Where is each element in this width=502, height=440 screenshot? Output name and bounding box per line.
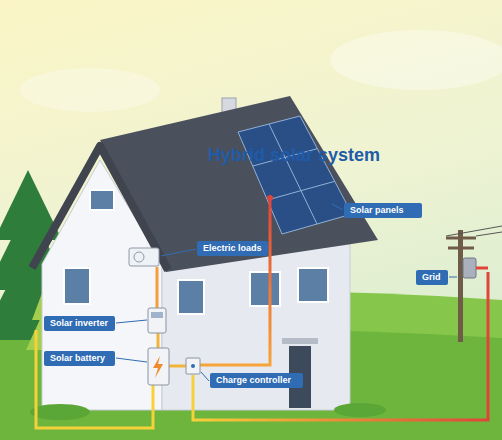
diagram-title: Hybrid solar system <box>208 145 380 166</box>
window <box>298 268 328 302</box>
battery-box <box>148 348 169 385</box>
controller-box <box>186 358 200 374</box>
window <box>178 280 204 314</box>
leader-line <box>116 320 147 323</box>
bush <box>30 404 90 420</box>
roof <box>100 96 378 272</box>
label-text: Solar inverter <box>50 316 109 331</box>
leader-line <box>161 249 196 256</box>
wire <box>169 365 186 368</box>
ac-fan <box>134 252 144 262</box>
label-text: Grid <box>422 270 442 285</box>
label-text: Charge controller <box>216 373 297 388</box>
callout-label: Electric loads <box>197 241 268 256</box>
leader-line <box>449 277 457 278</box>
panel-grid <box>267 181 334 200</box>
power-line <box>446 226 502 236</box>
window <box>250 272 280 306</box>
controller-light <box>191 364 195 368</box>
window <box>90 190 114 210</box>
cloud <box>330 30 502 90</box>
cloud <box>20 68 160 112</box>
transformer <box>463 258 476 278</box>
ac-unit <box>129 248 159 266</box>
solar-panel <box>238 116 352 234</box>
callout-label: Solar battery <box>44 351 115 366</box>
callout-label: Solar inverter <box>44 316 115 331</box>
wire <box>156 267 159 308</box>
wire-joint <box>267 195 273 201</box>
door-canopy <box>282 338 318 344</box>
lightning-symbol <box>153 356 163 378</box>
inverter-screen <box>151 312 163 318</box>
roof-edge <box>32 146 168 270</box>
bush <box>334 403 386 417</box>
callout-label: Charge controller <box>210 373 303 388</box>
label-text: Solar battery <box>50 351 109 366</box>
wire <box>200 198 270 365</box>
callout-label: Grid <box>416 270 448 285</box>
crossarm <box>448 247 474 250</box>
label-text: Electric loads <box>203 241 262 256</box>
leader-line <box>201 372 209 381</box>
front-wall <box>162 244 350 410</box>
wire <box>157 333 160 348</box>
crossarm <box>446 237 476 240</box>
grid-wire <box>476 267 488 270</box>
panel-grid <box>269 124 317 224</box>
label-text: Solar panels <box>350 203 416 218</box>
wire <box>36 330 153 428</box>
power-line <box>476 232 502 236</box>
inverter-box <box>148 308 166 333</box>
leader-line <box>332 204 343 210</box>
grid-wire <box>193 272 488 420</box>
leader-line <box>116 358 147 362</box>
callout-label: Solar panels <box>344 203 422 218</box>
window <box>64 268 90 304</box>
